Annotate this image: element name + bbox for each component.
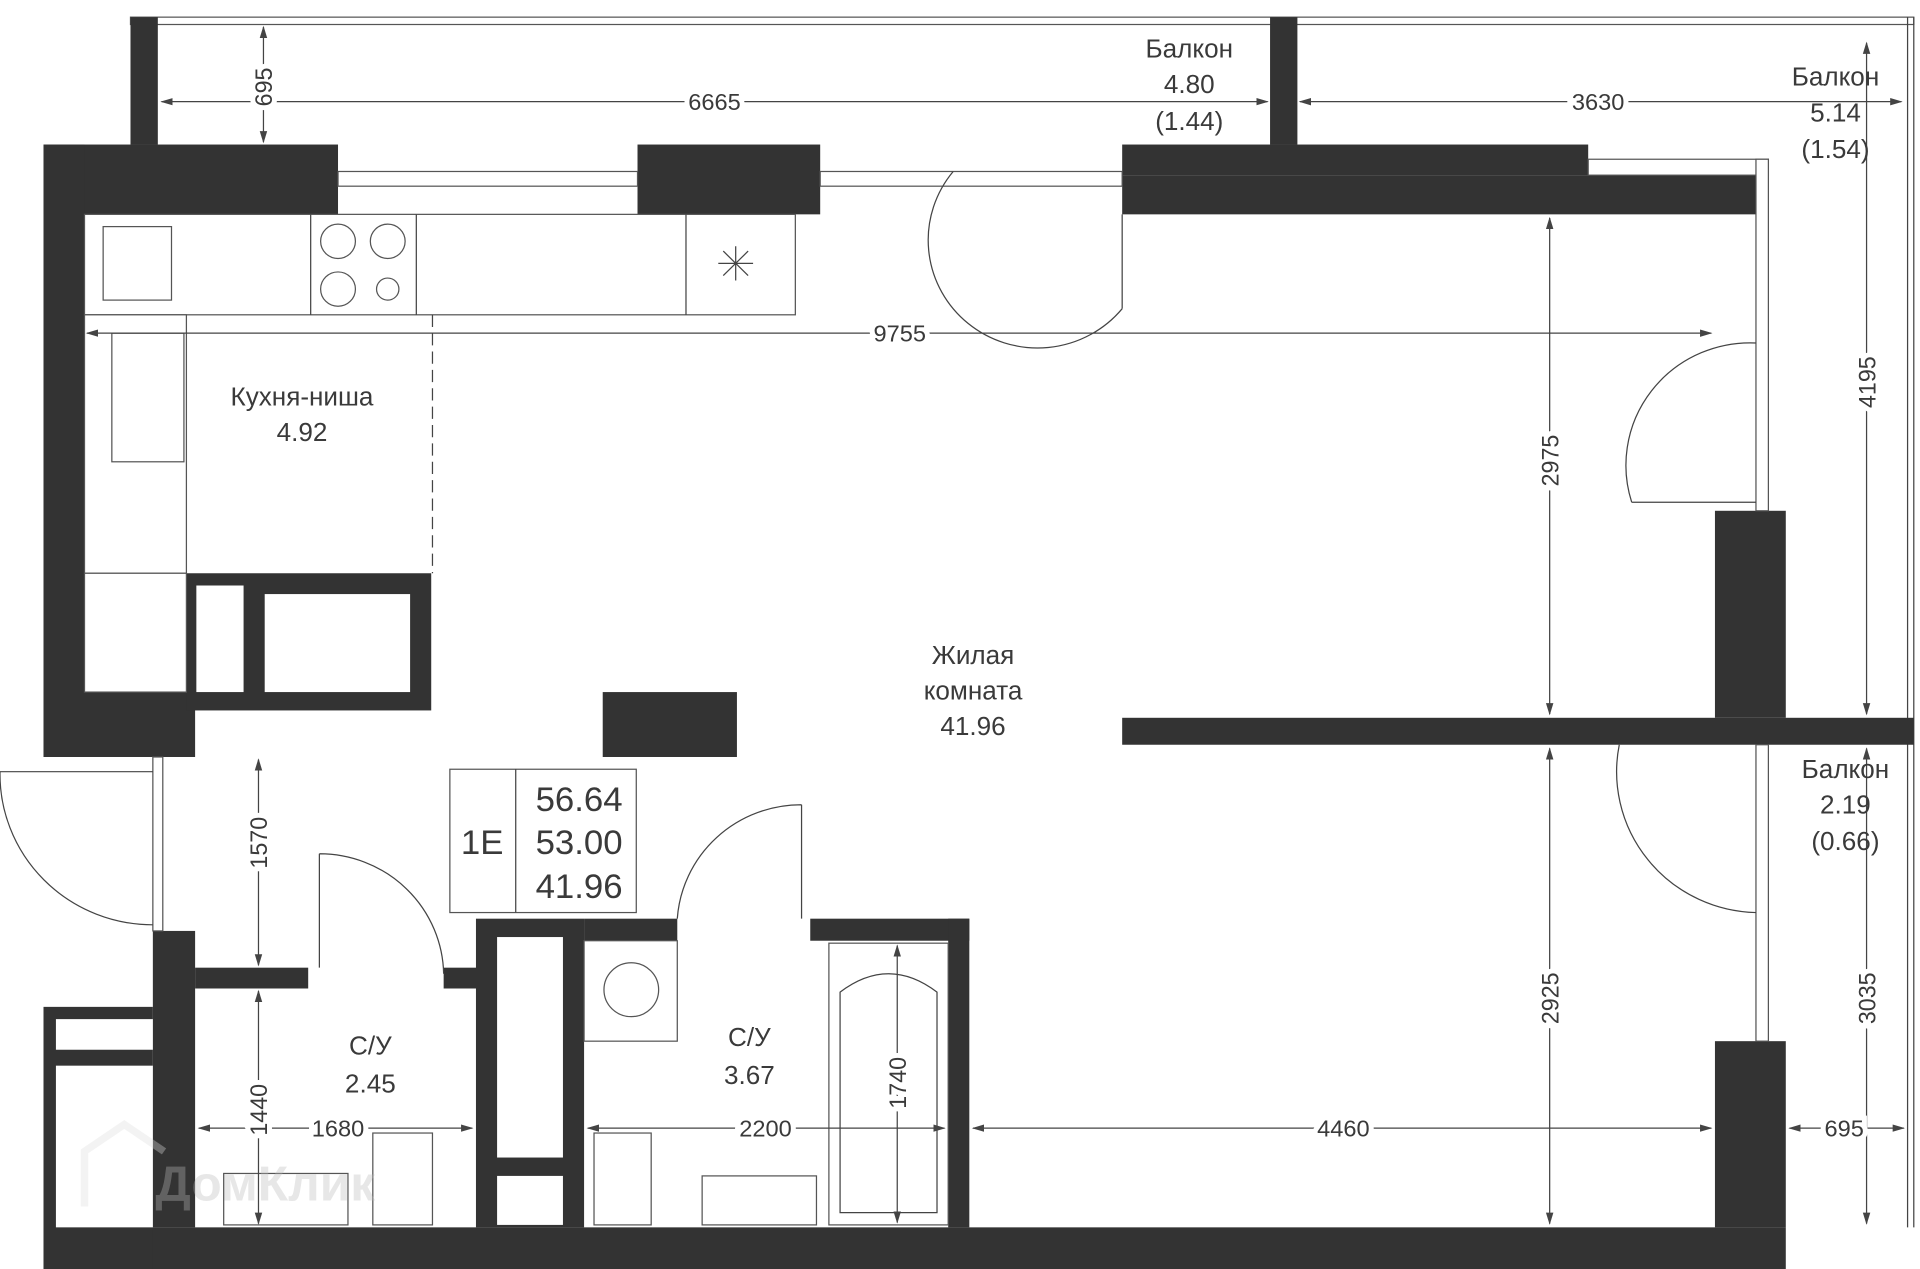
apartment-type: 1Е [461,824,504,862]
balcony-outline [129,16,1915,1228]
bathroom-fixtures [223,940,949,1226]
bath-large-label: С/У [728,1024,771,1052]
bath-small-area: 2.45 [345,1071,396,1099]
total-area: 56.64 [536,781,623,819]
dishwasher-icon [102,225,173,301]
dim-2925: 2925 [1537,972,1563,1024]
bath-small-label: С/У [349,1033,392,1061]
living-total-area: 53.00 [536,824,623,862]
dim-4460: 4460 [1317,1116,1370,1142]
washbasin-icon [223,1172,349,1226]
bath-large-area: 3.67 [724,1062,775,1090]
dim-6665: 6665 [688,89,741,115]
dim-1740: 1740 [885,1057,911,1109]
dimension-lines [85,25,1906,1225]
living-area-summary: 41.96 [536,868,623,906]
walls [43,144,1914,1269]
living-label-1: Жилая [932,642,1015,670]
balcony-right-bottom-label: Балкон [1802,756,1889,784]
dim-3035: 3035 [1854,972,1880,1024]
dim-3630: 3630 [1572,89,1625,115]
dim-9755: 9755 [873,321,926,347]
dim-1680: 1680 [312,1116,365,1142]
balcony-right-bottom-coef: (0.66) [1811,828,1879,856]
doors [0,171,1756,974]
living-area: 41.96 [940,713,1005,741]
kitchen-label: Кухня-ниша [231,384,375,412]
watermark-logo: ДомКлик [80,1120,375,1212]
kitchen-fixtures [83,213,796,693]
balcony-right-top-area: 5.14 [1810,99,1861,127]
bathtub-icon [828,942,949,1226]
balcony-top-area: 4.80 [1164,71,1215,99]
washing-machine-icon [603,962,660,1018]
washbasin-icon-2 [701,1175,818,1226]
dim-2200: 2200 [739,1116,792,1142]
windows [152,158,1770,1042]
balcony-right-bottom-area: 2.19 [1820,791,1871,819]
fan-icon [718,246,754,281]
living-label-2: комната [924,678,1023,706]
column [602,692,737,757]
balcony-right-top-coef: (1.54) [1801,136,1869,164]
dim-2975: 2975 [1537,435,1563,487]
toilet-icon-2 [593,1132,652,1226]
sink-icon [111,332,185,463]
stove-icon [319,223,357,260]
dim-1440: 1440 [246,1084,272,1136]
kitchen-area: 4.92 [277,419,328,447]
dim-1570: 1570 [246,817,272,869]
area-summary: 1Е 56.64 53.00 41.96 [449,768,637,914]
balcony-right-top-label: Балкон [1792,64,1879,92]
toilet-icon [372,1132,434,1226]
dim-695-top: 695 [251,68,277,107]
dim-4195: 4195 [1854,356,1880,408]
dim-695-right: 695 [1824,1116,1863,1142]
balcony-top-coef: (1.44) [1155,108,1223,136]
balcony-top-label: Балкон [1146,36,1233,64]
watermark-text: ДомКлик [155,1157,375,1212]
